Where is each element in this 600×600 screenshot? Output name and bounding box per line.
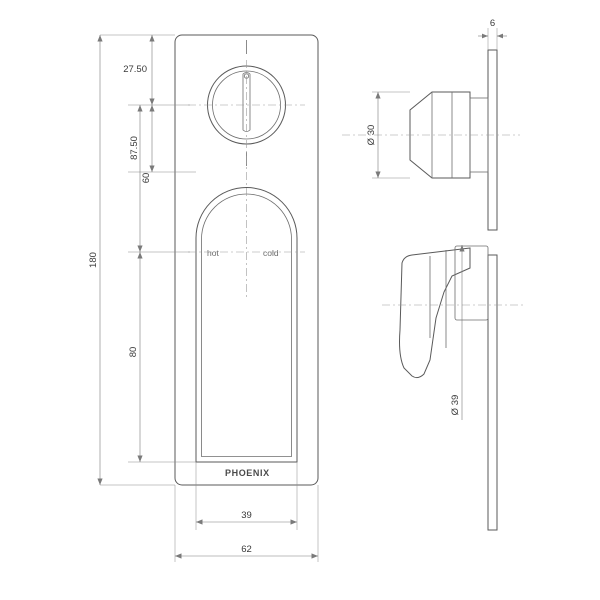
brand-label: PHOENIX [225,468,270,478]
arrow-2750-bottom [149,98,155,105]
arrow-80-top [137,252,143,259]
arrow-6-right [497,33,503,39]
arrow-dia39-top [459,245,465,252]
handle-plate-inner [201,193,292,457]
side-view-handle: Ø 39 [382,245,524,531]
arrow-62-left [175,553,182,559]
cold-label: cold [263,248,279,258]
dimension-group-left: 27.50 87.50 60 180 80 [88,34,196,486]
arrow-180-top [97,35,103,42]
handle-base-collar [454,245,489,321]
dim-text-80: 80 [128,347,139,358]
arrow-39-right [290,519,297,525]
faceplate-outline [174,34,319,486]
dim-text-dia30: Ø 30 [366,125,377,146]
dim-text-62: 62 [241,544,252,555]
arrow-8750-bottom [137,245,143,252]
side-view-diverter: Ø 30 6 [342,18,520,231]
dim-text-39: 39 [241,510,252,521]
diverter-lever [242,72,251,132]
arrow-60-bottom [149,165,155,172]
diverter-wall-plate [487,49,498,231]
arrow-8750-top [137,105,143,112]
dim-text-dia39: Ø 39 [450,395,461,416]
handle-plate-outline [195,187,298,463]
dimension-group-bottom: 39 62 [174,462,319,562]
arrow-6-left [482,33,488,39]
arrow-2750-top [149,35,155,42]
handle-wall-plate [487,254,498,531]
arrow-dia30-bottom [375,171,381,178]
arrow-80-bottom [137,455,143,462]
arrow-60-top [149,105,155,112]
dim-text-2750: 27.50 [123,64,147,75]
arrow-180-bottom [97,478,103,485]
front-view: hot cold PHOENIX [174,34,319,486]
hot-label: hot [207,248,219,258]
dim-text-180: 180 [88,252,99,268]
handle-lever-profile [399,247,471,379]
handle-lever-inner-lines [429,250,447,348]
arrow-39-left [196,519,203,525]
dim-text-6: 6 [490,18,495,29]
dim-text-8750: 87.50 [129,136,140,160]
arrow-dia30-top [375,92,381,99]
arrow-62-right [311,553,318,559]
dim-text-60: 60 [141,173,152,184]
